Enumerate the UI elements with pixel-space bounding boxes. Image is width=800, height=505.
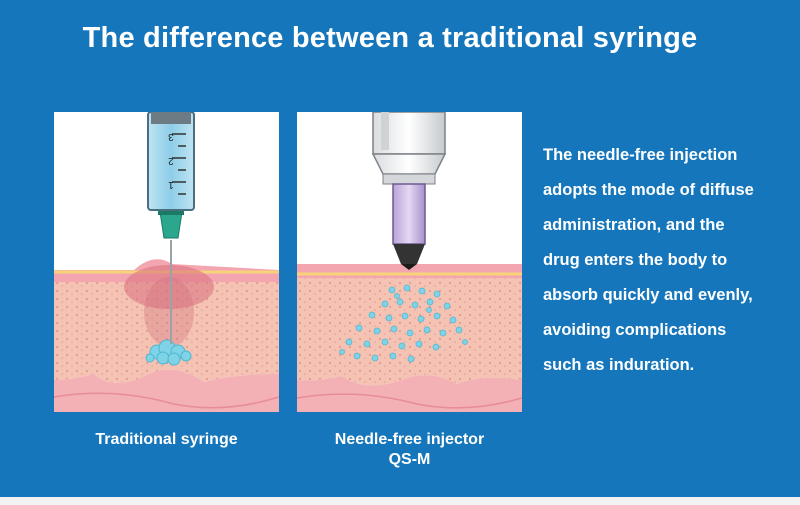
drug-ampoule [392,183,426,245]
scale-mark-1: 1 [168,179,174,190]
description-line: drug enters the body to [543,251,728,269]
scale-mark-2: 2 [168,155,174,166]
needle-free-injector-caption: Needle-free injector QS-M [297,430,522,470]
bottom-strip [0,497,800,505]
traditional-syringe-illustration: 3 2 1 [54,112,279,412]
description-line: avoiding complications [543,321,727,339]
description-text: The needle-free injection adopts the mod… [543,138,793,383]
page-title: The difference between a traditional syr… [82,22,698,54]
muscle-layer [297,375,522,412]
diffuse-drug-droplets [339,284,468,363]
tissue-layer [54,282,279,383]
description-line: adopts the mode of diffuse [543,181,754,199]
description-line: such as induration. [543,356,695,374]
caption-line: QS-M [388,451,431,468]
description-line: The needle-free injection [543,146,738,164]
scale-mark-3: 3 [168,131,174,142]
needle-hub [159,211,183,239]
description-line: absorb quickly and evenly, [543,286,753,304]
muscle-layer [54,369,279,412]
needle-free-injector-illustration [297,112,522,412]
description-line: administration, and the [543,216,725,234]
caption-line: Needle-free injector [334,431,485,448]
drug-pool [145,339,192,366]
syringe-barrel [147,112,195,211]
traditional-syringe-caption: Traditional syringe [95,431,238,448]
